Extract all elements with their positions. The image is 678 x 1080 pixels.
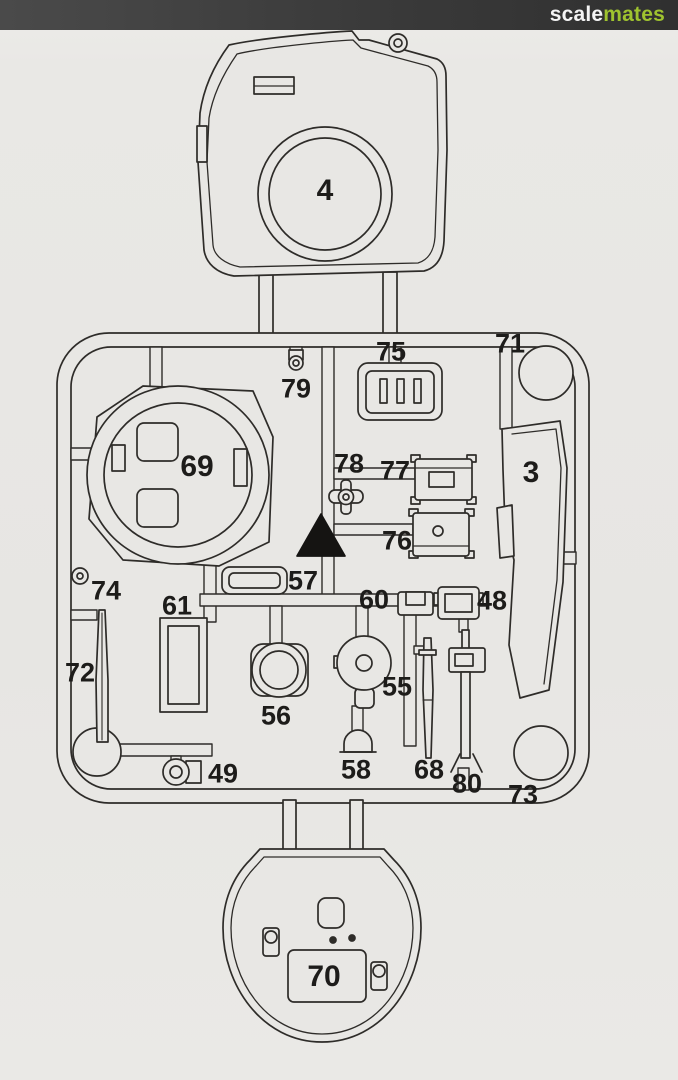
part-74-label: 74 xyxy=(90,575,122,606)
part-68-rod xyxy=(418,637,437,759)
tub-runner-connectors xyxy=(282,799,364,857)
part-4-label: 4 xyxy=(316,174,334,207)
part-78-valve xyxy=(328,479,364,515)
part-55-label: 55 xyxy=(381,671,413,702)
part-72-pin xyxy=(95,609,109,743)
part-69-label: 69 xyxy=(180,450,214,483)
part-3-label: 3 xyxy=(522,456,540,489)
part-74-eyelet xyxy=(71,567,89,585)
part-71-label: 71 xyxy=(494,328,526,359)
part-76-label: 76 xyxy=(381,525,413,556)
part-61-label: 61 xyxy=(161,590,193,621)
hull-tub-part-70 xyxy=(222,848,422,1043)
turret-part-4 xyxy=(196,30,448,277)
part-60-bracket xyxy=(397,591,434,616)
turret-runner-connectors xyxy=(258,271,398,337)
part-57-label: 57 xyxy=(287,565,319,596)
part-57-bar xyxy=(221,566,288,595)
brand-mates: mates xyxy=(603,3,665,26)
part-58-dome xyxy=(339,729,377,753)
scalemates-logo[interactable]: scalemates xyxy=(550,0,665,30)
part-68-label: 68 xyxy=(413,754,445,785)
part-48-housing xyxy=(433,586,484,620)
part-73-label: 73 xyxy=(507,779,539,810)
part-49-label: 49 xyxy=(207,758,239,789)
part-75-label: 75 xyxy=(375,336,407,367)
part-3-hull-side xyxy=(496,420,568,699)
brand-scale: scale xyxy=(549,3,604,26)
corner-discs xyxy=(72,345,574,781)
part-80-machine-gun xyxy=(448,629,486,773)
part-48-label: 48 xyxy=(476,585,508,616)
part-70-label: 70 xyxy=(307,960,341,993)
part-78-label: 78 xyxy=(333,448,365,479)
part-61-frame xyxy=(159,617,208,713)
part-69-turret-ring xyxy=(86,385,274,567)
part-56-hub xyxy=(250,642,309,698)
part-76-box xyxy=(408,508,475,559)
part-75-hatch xyxy=(357,362,443,421)
part-72-label: 72 xyxy=(64,657,96,688)
header-bar: scalemates xyxy=(0,0,678,30)
part-60-label: 60 xyxy=(358,584,390,615)
black-triangle-marker xyxy=(296,513,346,557)
part-79-clip xyxy=(288,349,304,371)
part-79-label: 79 xyxy=(280,373,312,404)
part-56-label: 56 xyxy=(260,700,292,731)
part-77-label: 77 xyxy=(379,455,411,486)
part-77-box xyxy=(410,454,477,505)
part-55-drum xyxy=(333,635,392,709)
part-58-label: 58 xyxy=(340,754,372,785)
part-49-light xyxy=(162,758,202,786)
part-80-label: 80 xyxy=(451,768,483,799)
